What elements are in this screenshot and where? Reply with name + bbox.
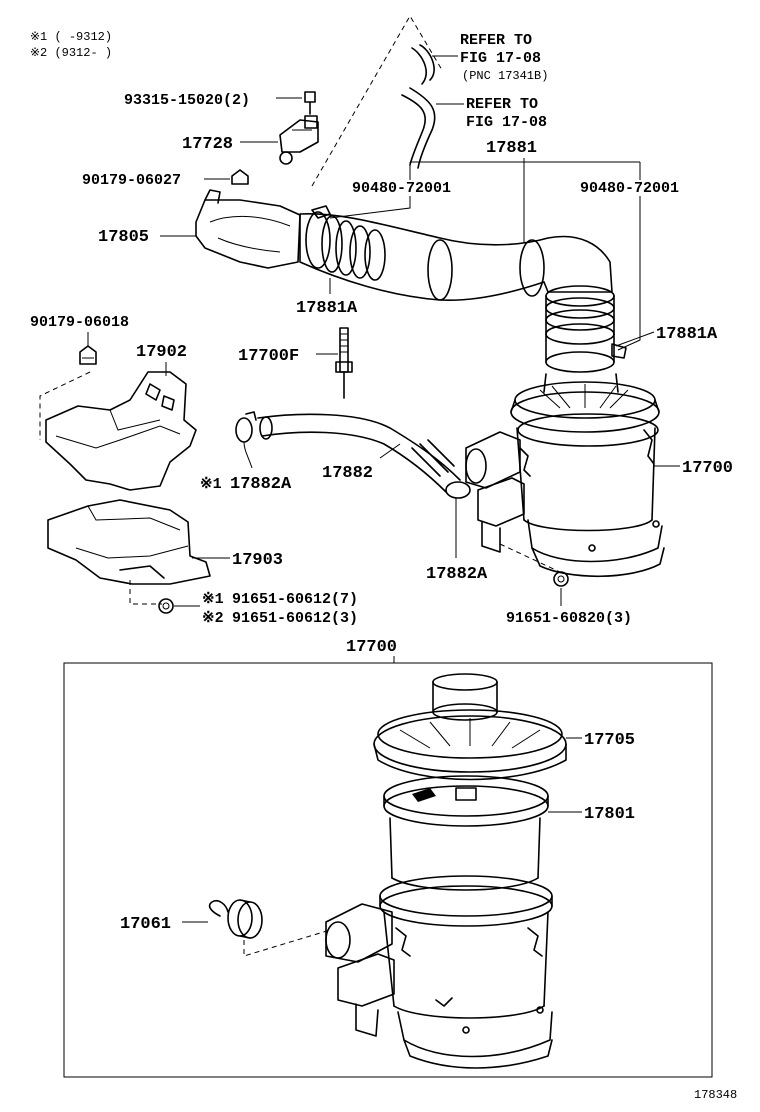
bolt-93315 xyxy=(304,91,316,115)
bolt-91651-60820 xyxy=(553,571,569,587)
element-17801 xyxy=(383,775,549,891)
label-17700-box: 17700 xyxy=(346,638,397,657)
label-17882A-left: 17882A xyxy=(230,475,292,494)
label-17881: 17881 xyxy=(486,139,537,158)
exploded-view-frame xyxy=(63,662,713,1078)
label-17705: 17705 xyxy=(584,731,635,750)
grommet-90179-06018 xyxy=(79,345,97,365)
bracket-17903 xyxy=(47,499,211,605)
label-17700F: 17700F xyxy=(238,347,299,366)
label-17881A-right: 17881A xyxy=(656,325,718,344)
label-93315-15020: 93315-15020(2) xyxy=(124,92,250,109)
refer-to-label-1c: (PNC 17341B) xyxy=(462,69,548,83)
air-cleaner-assy-top xyxy=(465,373,665,578)
valve-17061 xyxy=(208,899,263,939)
label-90179-06018: 90179-06018 xyxy=(30,314,129,331)
vsv-17728 xyxy=(279,115,319,165)
refer-to-label-1b: FIG 17-08 xyxy=(460,50,541,67)
label-91651-60820: 91651-60820(3) xyxy=(506,610,632,627)
refer-to-label-2a: REFER TO xyxy=(466,96,538,113)
label-17728: 17728 xyxy=(182,135,233,154)
label-90179-06027: 90179-06027 xyxy=(82,172,181,189)
label-90480-72001-left: 90480-72001 xyxy=(352,180,451,197)
diagram-number: 178348 xyxy=(694,1088,737,1102)
label-91651-mark-1: ※1 xyxy=(202,591,224,608)
label-17805: 17805 xyxy=(98,228,149,247)
label-17902: 17902 xyxy=(136,343,187,362)
label-17881A-left: 17881A xyxy=(296,299,358,318)
case-assy xyxy=(325,875,553,1069)
label-17903: 17903 xyxy=(232,551,283,570)
refer-to-label-1a: REFER TO xyxy=(460,32,532,49)
label-91651-mark-2: ※2 xyxy=(202,610,224,627)
note-2: ※2 (9312- ) xyxy=(30,46,112,60)
air-cleaner-hose-17881 xyxy=(299,211,615,373)
hose-17882 xyxy=(257,413,471,499)
label-17882: 17882 xyxy=(322,464,373,483)
label-17882A-mark: ※1 xyxy=(200,476,222,493)
bracket-17902 xyxy=(39,371,197,491)
label-17700-main: 17700 xyxy=(682,459,733,478)
grommet-90179-06027 xyxy=(231,169,249,185)
breather-hoses xyxy=(311,15,443,187)
intake-connector-17805 xyxy=(195,189,301,269)
label-17882A-right: 17882A xyxy=(426,565,488,584)
clamp-17882A-a xyxy=(235,411,257,443)
label-91651-60612-7: 91651-60612(7) xyxy=(232,591,358,608)
label-90480-72001-right: 90480-72001 xyxy=(580,180,679,197)
note-1: ※1 ( -9312) xyxy=(30,30,112,44)
stud-17700F xyxy=(335,327,353,399)
hose-clamps xyxy=(311,205,627,359)
nut-91651-60612 xyxy=(158,598,174,614)
label-17061: 17061 xyxy=(120,915,171,934)
label-91651-60612-3: 91651-60612(3) xyxy=(232,610,358,627)
cap-17705 xyxy=(373,673,567,781)
label-17801: 17801 xyxy=(584,805,635,824)
refer-to-label-2b: FIG 17-08 xyxy=(466,114,547,131)
